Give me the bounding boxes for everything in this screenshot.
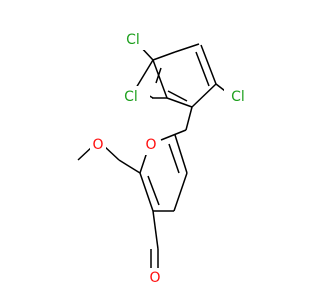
bond bbox=[160, 129, 187, 141]
bond bbox=[166, 97, 193, 108]
bond bbox=[173, 172, 188, 212]
bond bbox=[200, 44, 217, 85]
chlorine-atom-label: Cl bbox=[126, 32, 140, 48]
bond bbox=[185, 106, 193, 131]
oxygen-atom-label: O bbox=[149, 270, 160, 286]
oxygen-atom-label: O bbox=[145, 137, 156, 153]
bond bbox=[135, 59, 154, 89]
bond bbox=[191, 83, 217, 108]
bond bbox=[139, 172, 154, 212]
bond bbox=[155, 67, 162, 84]
bond bbox=[174, 43, 200, 53]
bond-lines bbox=[77, 43, 230, 268]
atom-labels: Cl Cl Cl O O O bbox=[90, 28, 252, 288]
bond bbox=[103, 145, 120, 161]
bond bbox=[167, 90, 188, 102]
bond bbox=[152, 59, 168, 99]
chlorine-atom-label: Cl bbox=[124, 89, 138, 105]
bond bbox=[168, 143, 180, 174]
oxygen-atom-label: O bbox=[92, 137, 103, 153]
chlorine-atom-label: Cl bbox=[231, 89, 245, 105]
chemical-structure: Cl Cl Cl O O O bbox=[77, 28, 252, 288]
bond bbox=[118, 159, 141, 174]
bond bbox=[139, 151, 148, 174]
bond bbox=[152, 210, 159, 250]
bond bbox=[147, 175, 160, 206]
bond bbox=[174, 134, 188, 174]
bond bbox=[152, 51, 176, 61]
bond bbox=[195, 51, 210, 87]
